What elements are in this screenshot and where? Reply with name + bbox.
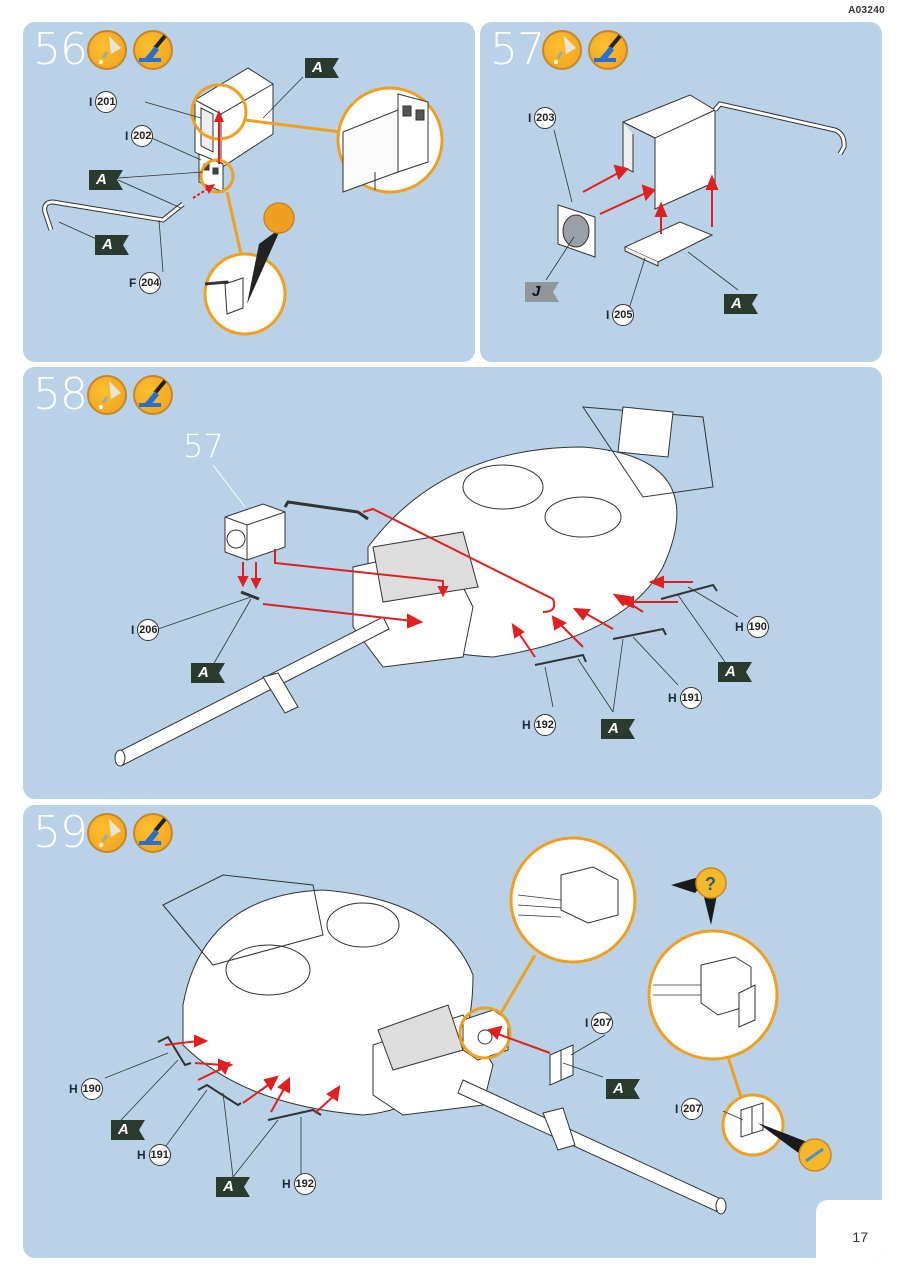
gun-mantlet <box>352 531 479 668</box>
callout-part-192: H 192 <box>522 714 556 736</box>
glue-drop-icon <box>263 202 295 234</box>
question-icon: ? <box>671 867 727 925</box>
paint-brush-icon <box>133 375 173 415</box>
color-flag-J: J <box>525 282 559 302</box>
color-flag-A: A <box>718 662 752 682</box>
gun-barrel <box>114 616 390 767</box>
base-plate-205 <box>623 221 714 267</box>
color-flag-A: A <box>601 719 635 739</box>
color-flag-A: A <box>111 1120 145 1140</box>
step-number: 56 <box>33 24 88 75</box>
callout-part-202: I 202 <box>125 125 154 147</box>
gun-barrel <box>457 1079 727 1215</box>
glue-icon <box>87 813 127 853</box>
color-flag-A: A <box>724 294 758 314</box>
color-flag-A: A <box>95 235 129 255</box>
subassembly-ref-57: 57 <box>183 427 224 465</box>
callout-part-192: H 192 <box>282 1173 316 1195</box>
callout-part-204: F 204 <box>129 272 162 294</box>
document-code: A03240 <box>848 5 885 16</box>
subassembly-57-box <box>224 503 286 561</box>
callout-part-207: I 207 <box>585 1012 614 1034</box>
callout-part-207: I 207 <box>675 1098 704 1120</box>
step-59-illustration: ? <box>104 836 832 1215</box>
paint-brush-icon <box>133 813 173 853</box>
callout-part-201: I 201 <box>89 91 118 113</box>
callout-part-191: H 191 <box>137 1144 171 1166</box>
step-number: 59 <box>33 807 88 858</box>
step-58-panel: 58 57 <box>23 367 882 799</box>
glue-icon <box>87 375 127 415</box>
callout-part-191: H 191 <box>668 687 702 709</box>
color-flag-A: A <box>606 1079 640 1099</box>
step-59-panel: 59 <box>23 805 882 1258</box>
callout-part-205: I 205 <box>606 304 635 326</box>
step-57-illustration <box>545 94 847 313</box>
step-58-illustration <box>114 406 739 767</box>
svg-text:?: ? <box>705 874 716 894</box>
callout-part-203: I 203 <box>528 107 557 129</box>
box-housing <box>621 94 716 210</box>
callout-part-206: I 206 <box>131 619 160 641</box>
color-flag-A: A <box>305 58 339 78</box>
page-number: 17 <box>852 1229 868 1245</box>
callout-part-190: H 190 <box>69 1078 103 1100</box>
decal-part-207 <box>549 1044 574 1086</box>
callout-part-190: H 190 <box>735 616 769 638</box>
color-flag-A: A <box>216 1177 250 1197</box>
glue-icon <box>542 30 582 70</box>
paint-brush-icon <box>588 30 628 70</box>
step-56-panel: 56 <box>23 22 475 362</box>
color-flag-A: A <box>89 170 123 190</box>
box-part-201 <box>194 67 274 169</box>
glue-icon <box>87 30 127 70</box>
step-57-panel: 57 <box>480 22 882 362</box>
page-number-tab <box>816 1200 882 1258</box>
step-number: 57 <box>490 24 545 75</box>
color-flag-A: A <box>191 663 225 683</box>
step-56-illustration <box>42 67 444 336</box>
paint-brush-icon <box>133 30 173 70</box>
lens-plate-203 <box>557 204 596 258</box>
step-number: 58 <box>33 369 88 420</box>
